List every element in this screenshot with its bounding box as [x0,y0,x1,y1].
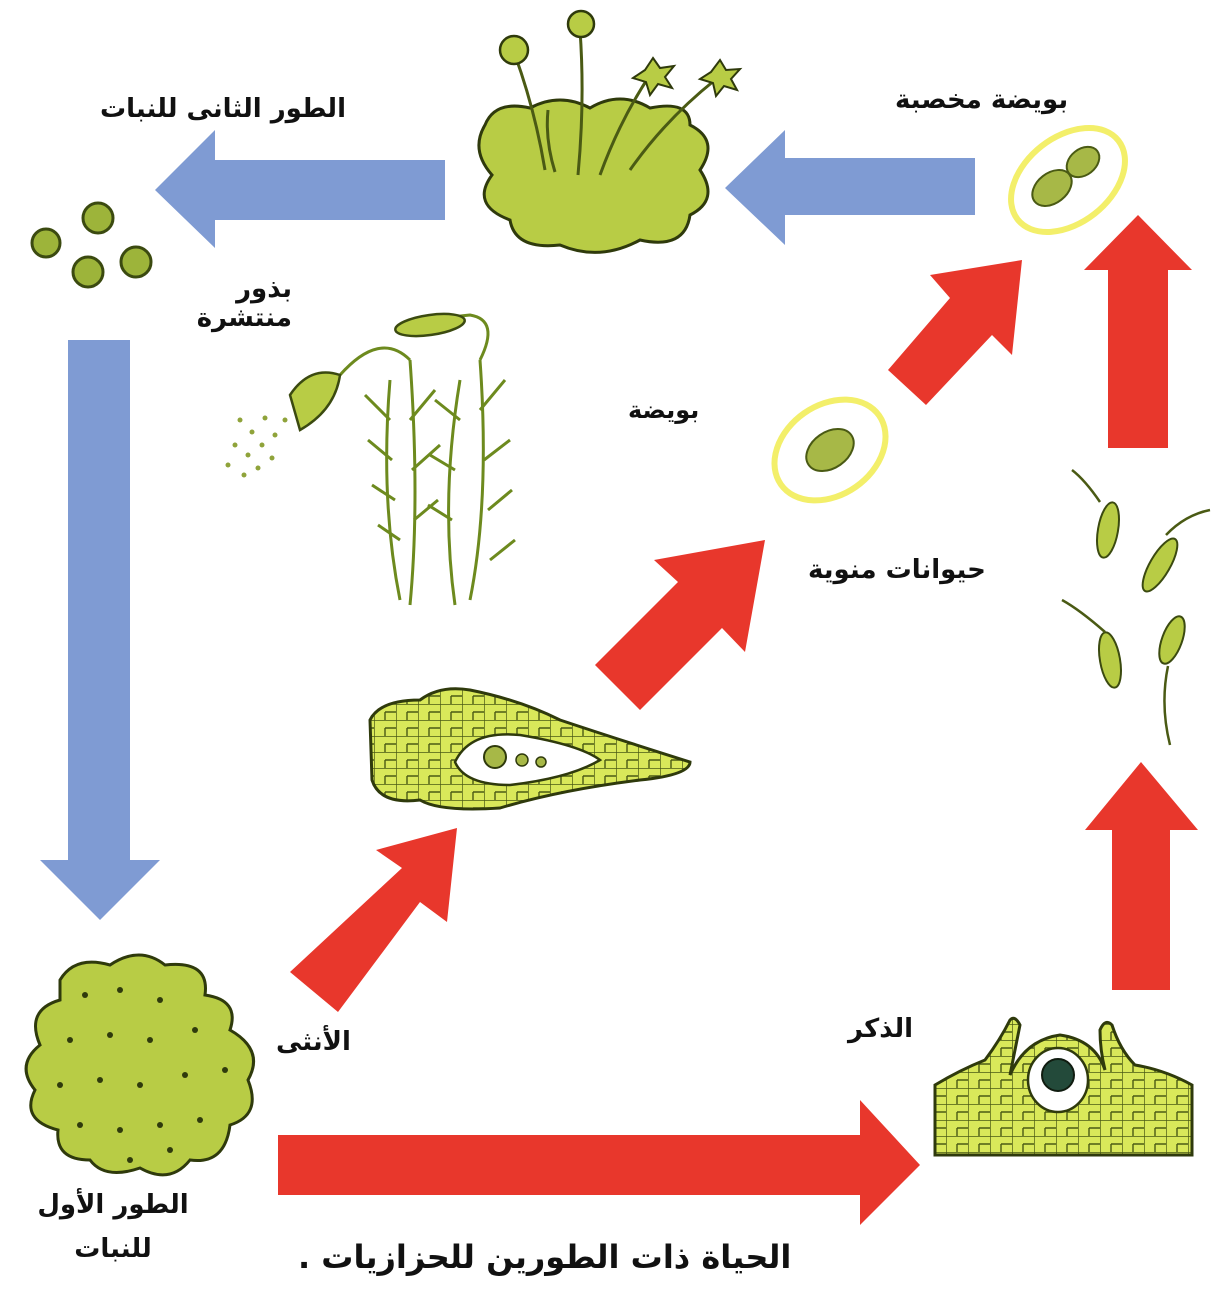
arrow-protonema-to-male [278,1100,920,1225]
arrow-egg-to-zygote [888,260,1022,405]
label-fertilized-egg: بويضة مخصبة [895,86,1068,115]
label-second-stage: الطور الثانى للنبات [100,95,346,124]
arrow-female-to-egg [595,540,765,710]
label-egg: بويضة [628,397,699,423]
label-first-stage: الطور الأول للنبات [18,1183,208,1271]
arrow-sperm-to-zygote [1084,215,1192,448]
arrow-protonema-to-female [290,828,457,1012]
sporophyte-illustration [479,11,740,252]
label-male: الذكر [848,1015,913,1044]
label-female: الأنثى [276,1028,351,1057]
arrow-spores-to-protonema [40,340,160,920]
spores-illustration [32,203,151,287]
label-scattered-spores: بذور منتشرة [170,275,292,332]
protonema-illustration [26,955,253,1175]
antheridium-illustration [935,1018,1192,1155]
label-sperm: حيوانات منوية [808,556,986,585]
arrow-male-to-sperm [1085,762,1198,990]
fertilized-egg-illustration [991,107,1145,254]
spore-dust-illustration [226,416,288,478]
arrow-sporophyte-to-spores [155,130,445,248]
arrow-zygote-to-sporophyte [725,130,975,245]
figure-caption: الحياة ذات الطورين للحزازيات . [298,1240,791,1275]
moss-plant-illustration [290,310,515,605]
sperm-illustration [1062,470,1210,745]
egg-illustration [755,379,905,522]
